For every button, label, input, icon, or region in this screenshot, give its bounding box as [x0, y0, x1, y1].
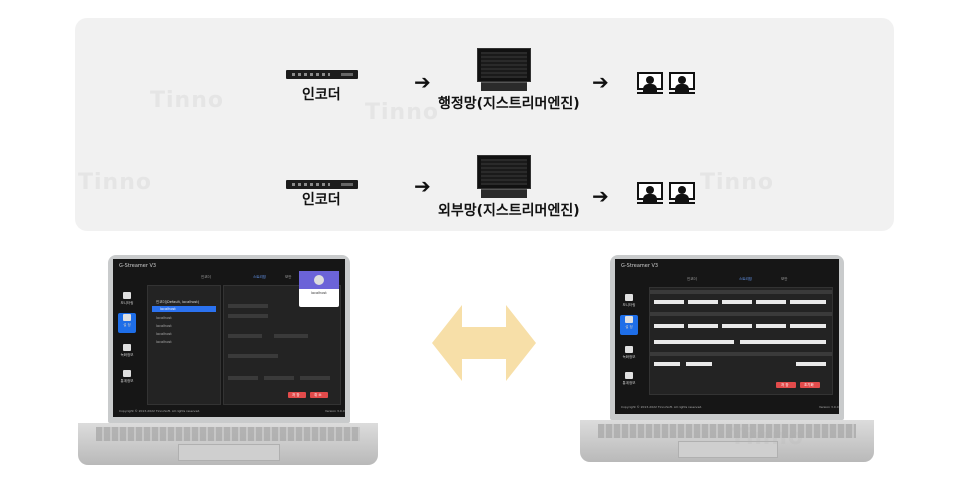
avatar [314, 275, 324, 285]
input-field[interactable] [228, 354, 278, 358]
input-field[interactable] [228, 314, 268, 318]
viewer-icon [637, 182, 663, 204]
input-field[interactable] [654, 324, 684, 328]
server-monitor-icon [475, 155, 533, 198]
viewers-icon [637, 72, 695, 94]
input-field[interactable] [722, 324, 752, 328]
encoder-device-icon [286, 70, 358, 79]
viewer-icon [669, 72, 695, 94]
input-field[interactable] [228, 304, 268, 308]
server-label: 외부망(지스트리머엔진) [438, 203, 580, 219]
tab-streaming[interactable]: 스트리밍 [253, 275, 266, 279]
list-item[interactable]: localhost [156, 316, 172, 320]
list-item[interactable]: localhost [156, 332, 172, 336]
input-field[interactable] [688, 324, 718, 328]
save-button[interactable]: 저 장 [776, 382, 796, 388]
save-button[interactable]: 저 장 [288, 392, 306, 398]
watermark: Tinno [78, 170, 152, 195]
input-field[interactable] [654, 362, 680, 366]
sidebar-item-monitoring[interactable]: 모니터링 [620, 293, 638, 309]
version: Version 3.0.0 [819, 405, 839, 409]
tab-security[interactable]: 보안 [781, 277, 788, 281]
arrow-right-icon: ➔ [592, 184, 609, 208]
list-item[interactable]: 인코더(Default, localhost) [156, 300, 200, 304]
input-field[interactable] [790, 324, 826, 328]
app-title: G-Streamer V3 [119, 263, 157, 269]
arrow-right-icon: ➔ [414, 174, 431, 198]
touchpad [178, 444, 280, 461]
encoder-label: 인코더 [302, 87, 341, 103]
encoder-label: 인코더 [302, 192, 341, 208]
input-field[interactable] [790, 300, 826, 304]
keyboard [598, 424, 856, 438]
cancel-button[interactable]: 취 소 [310, 392, 328, 398]
viewers-icon [637, 182, 695, 204]
input-field[interactable] [274, 334, 308, 338]
reset-button[interactable]: 초기화 [800, 382, 820, 388]
laptop-screen: G-Streamer V3 모니터링 설 정 녹화정보 통계정보 인코더 스트리… [615, 259, 839, 414]
watermark: Tinno [150, 88, 224, 113]
encoder-list-pane: 인코더(Default, localhost) localhost localh… [147, 285, 221, 405]
tab-encoder[interactable]: 인코더 [687, 277, 697, 281]
watermark: Tinno [365, 100, 439, 125]
arrow-right-icon: ➔ [414, 70, 431, 94]
input-field[interactable] [654, 300, 684, 304]
sidebar-item-monitoring[interactable]: 모니터링 [118, 291, 136, 307]
sidebar-item-settings[interactable]: 설 정 [620, 315, 638, 335]
input-field[interactable] [722, 300, 752, 304]
copyright: Copyright © 2013-2022 TinnoSoft. All rig… [119, 409, 201, 413]
input-field[interactable] [228, 376, 258, 380]
list-item[interactable]: localhost [156, 340, 172, 344]
touchpad [678, 441, 778, 458]
bidirectional-arrow-icon [432, 305, 536, 381]
input-field[interactable] [688, 300, 718, 304]
app-title: G-Streamer V3 [621, 263, 659, 269]
streaming-form: 저 장 초기화 [649, 287, 833, 395]
input-field[interactable] [756, 324, 786, 328]
viewer-icon [637, 72, 663, 94]
input-field[interactable] [796, 362, 826, 366]
user-name: localhost [311, 291, 327, 295]
sidebar-item-statistics[interactable]: 통계정보 [620, 371, 638, 387]
viewer-icon [669, 182, 695, 204]
tab-security[interactable]: 보안 [285, 275, 292, 279]
input-field[interactable] [740, 340, 826, 344]
user-popup: localhost [299, 271, 339, 307]
tab-streaming[interactable]: 스트리밍 [739, 277, 752, 281]
sidebar-item-recording[interactable]: 녹화정보 [620, 345, 638, 361]
list-item-selected[interactable]: localhost [152, 306, 216, 312]
tab-encoder[interactable]: 인코더 [201, 275, 211, 279]
sidebar: 모니터링 설 정 녹화정보 통계정보 [617, 271, 639, 400]
input-field[interactable] [756, 300, 786, 304]
arrow-right-icon: ➔ [592, 70, 609, 94]
copyright: Copyright © 2013-2022 TinnoSoft. All rig… [621, 405, 703, 409]
input-field[interactable] [686, 362, 712, 366]
input-field[interactable] [228, 334, 262, 338]
sidebar-item-recording[interactable]: 녹화정보 [118, 343, 136, 359]
server-label: 행정망(지스트리머엔진) [438, 96, 580, 112]
sidebar-item-statistics[interactable]: 통계정보 [118, 369, 136, 385]
keyboard [96, 427, 360, 441]
laptop-screen: G-Streamer V3 모니터링 설 정 녹화정보 통계정보 인코더 스트리… [113, 259, 345, 417]
version: Version 3.0.0 [325, 409, 345, 413]
input-field[interactable] [654, 340, 734, 344]
sidebar: 모니터링 설 정 녹화정보 통계정보 [115, 271, 137, 403]
sidebar-item-settings[interactable]: 설 정 [118, 313, 136, 333]
list-item[interactable]: localhost [156, 324, 172, 328]
watermark: Tinno [730, 425, 804, 450]
input-field[interactable] [264, 376, 294, 380]
input-field[interactable] [300, 376, 330, 380]
server-monitor-icon [475, 48, 533, 91]
watermark: Tinno [700, 170, 774, 195]
encoder-device-icon [286, 180, 358, 189]
